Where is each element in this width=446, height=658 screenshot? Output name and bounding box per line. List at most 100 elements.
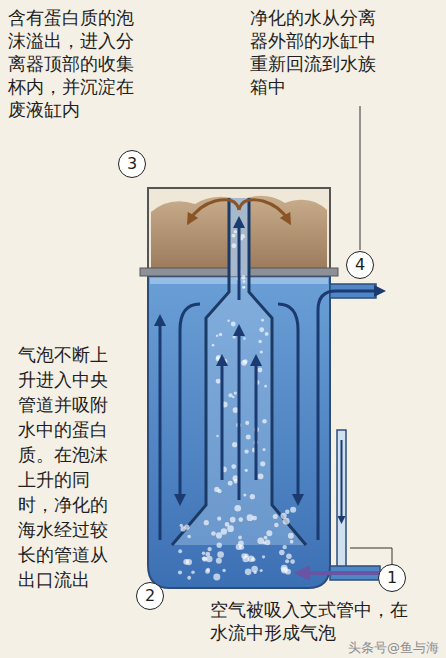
bubble bbox=[283, 518, 290, 525]
bubble bbox=[251, 566, 258, 573]
bubble bbox=[258, 340, 262, 344]
bubble bbox=[204, 520, 209, 525]
bubble bbox=[242, 286, 245, 289]
bubble bbox=[216, 435, 218, 437]
bubble bbox=[263, 448, 266, 451]
bubble bbox=[230, 517, 236, 523]
bubble bbox=[260, 350, 263, 353]
bubble bbox=[216, 334, 218, 336]
bubble bbox=[243, 493, 246, 496]
bubble bbox=[245, 469, 248, 472]
flow-arrows bbox=[160, 222, 380, 540]
bubble bbox=[290, 540, 294, 544]
leader-line bbox=[360, 106, 361, 250]
bubble bbox=[234, 230, 237, 233]
bubble bbox=[207, 547, 211, 551]
tube-wall bbox=[172, 198, 229, 545]
bubble bbox=[243, 280, 246, 283]
bubble bbox=[260, 461, 265, 466]
bubble bbox=[219, 333, 222, 336]
bubble bbox=[285, 510, 289, 514]
callout-number-text: 3 bbox=[127, 155, 137, 173]
bubble bbox=[259, 327, 264, 332]
bubble bbox=[260, 569, 263, 572]
bubble bbox=[232, 243, 237, 248]
bubble bbox=[216, 532, 222, 538]
bubble bbox=[180, 526, 185, 531]
air-arrow bbox=[341, 440, 343, 520]
bubble bbox=[238, 517, 243, 522]
bubble bbox=[178, 570, 182, 574]
bubble bbox=[248, 555, 255, 562]
annotation-text: 气泡不断上升进入中央管道并吸附水中的蛋白质。在泡沫上升的同时，净化的海水经过较长… bbox=[18, 342, 110, 592]
bubble bbox=[262, 555, 265, 558]
bubble bbox=[216, 558, 222, 564]
bubble bbox=[265, 332, 269, 336]
bubble bbox=[243, 359, 247, 363]
bubble bbox=[261, 319, 264, 322]
bubble bbox=[231, 322, 236, 327]
bubble bbox=[228, 393, 232, 397]
bubble bbox=[288, 533, 294, 539]
bubble bbox=[263, 541, 266, 544]
bubble bbox=[234, 392, 237, 395]
bubble bbox=[233, 335, 236, 338]
bubble bbox=[279, 550, 285, 556]
bubble bbox=[217, 542, 222, 547]
bubble bbox=[247, 514, 254, 521]
tube-fill bbox=[172, 198, 306, 545]
bubble bbox=[234, 505, 241, 512]
bubble bbox=[178, 549, 182, 553]
bubble bbox=[217, 517, 221, 521]
bubble bbox=[232, 442, 237, 447]
bubble bbox=[213, 573, 220, 580]
air-tube bbox=[337, 430, 346, 568]
bubble bbox=[225, 522, 230, 527]
bubble bbox=[217, 551, 224, 558]
bubble bbox=[221, 528, 227, 534]
bubble bbox=[266, 530, 272, 536]
foam-arrows bbox=[190, 200, 288, 220]
bubble bbox=[202, 551, 206, 555]
bubble bbox=[191, 571, 195, 575]
bubble bbox=[282, 545, 286, 549]
bubble bbox=[187, 535, 191, 539]
bubble bbox=[245, 569, 252, 576]
bubble bbox=[206, 568, 210, 572]
annotation-text: 净化的水从分离器外部的水缸中重新回流到水族箱中 bbox=[250, 6, 378, 98]
callout-number: 3 bbox=[118, 150, 146, 178]
bubble bbox=[206, 556, 213, 563]
callout-number: 1 bbox=[378, 564, 406, 592]
callout-number: 4 bbox=[346, 251, 374, 279]
callout-number-text: 4 bbox=[355, 256, 365, 274]
bubble bbox=[274, 523, 278, 527]
bubble bbox=[243, 337, 246, 340]
bubble bbox=[214, 487, 219, 492]
bubble bbox=[232, 234, 236, 238]
bubble bbox=[228, 481, 233, 486]
bubble bbox=[290, 559, 295, 564]
annotation-text: 空气被吸入文式管中，在水流中形成气泡 bbox=[210, 598, 410, 644]
bubble bbox=[227, 320, 229, 322]
bubbles bbox=[178, 230, 296, 580]
bubble bbox=[187, 576, 191, 580]
bubble bbox=[244, 449, 248, 453]
callout-number-text: 1 bbox=[387, 569, 397, 587]
bubble bbox=[290, 507, 296, 513]
bubble bbox=[286, 553, 292, 559]
bubble bbox=[231, 464, 236, 469]
bubble bbox=[216, 379, 221, 384]
bubble bbox=[257, 368, 262, 373]
leader-line bbox=[350, 548, 392, 564]
bubble bbox=[262, 419, 267, 424]
bubble bbox=[241, 275, 245, 279]
callout-number: 2 bbox=[136, 582, 164, 610]
annotation-text: 含有蛋白质的泡沫溢出，进入分离器顶部的收集杯内，并沉淀在废液缸内 bbox=[8, 6, 136, 121]
bubble bbox=[211, 531, 216, 536]
bubble bbox=[212, 344, 215, 347]
bubble bbox=[285, 559, 289, 563]
tube-wall bbox=[249, 198, 306, 545]
bubble bbox=[285, 569, 291, 575]
bubble bbox=[250, 494, 255, 499]
